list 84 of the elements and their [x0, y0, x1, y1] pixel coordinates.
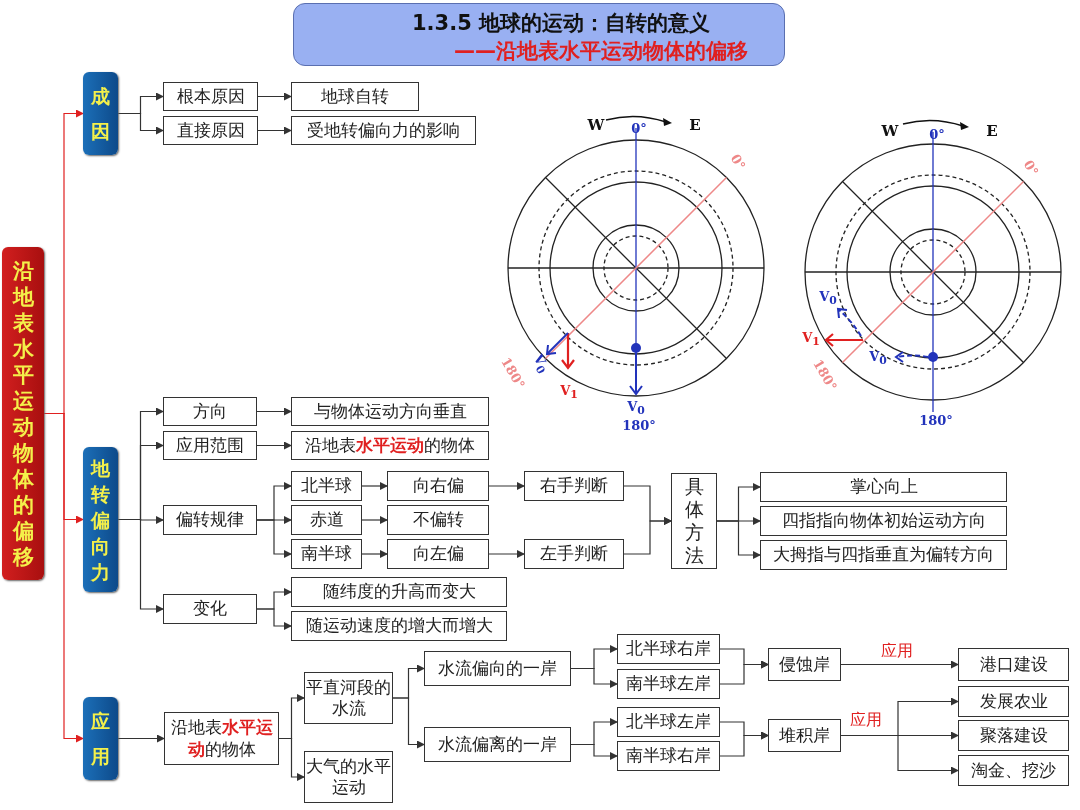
diagram-label: V$_{0}$	[869, 348, 887, 368]
arrow	[570, 667, 618, 688]
category-box: 应用	[83, 697, 118, 780]
process-box: 北半球左岸	[617, 707, 720, 737]
arrow	[719, 731, 769, 757]
method-box: 具体方法	[671, 473, 717, 569]
process-box: 根本原因	[163, 82, 258, 111]
diagram-label: V$_{0}$	[819, 288, 837, 308]
diagram-label: E	[986, 122, 998, 140]
diagram-label: V$_{0}$	[627, 398, 645, 418]
arrow	[716, 520, 761, 559]
arrow	[256, 441, 292, 450]
process-box: 右手判断	[524, 471, 624, 501]
diagram-label: W	[881, 122, 899, 140]
arrow	[488, 482, 525, 490]
process-box: 南半球右岸	[617, 741, 720, 771]
arrow	[256, 608, 292, 630]
process-box: 四指指向物体初始运动方向	[760, 506, 1007, 536]
process-box: 随运动速度的增大而增大	[291, 611, 507, 641]
arrow	[361, 482, 388, 490]
process-box: 南半球左岸	[617, 669, 720, 699]
process-box: 应用范围	[163, 431, 257, 460]
title-text: 1.3.5 地球的运动：自转的意义	[412, 10, 711, 37]
process-box: 向右偏	[387, 471, 489, 501]
process-box: 沿地表水平运动的物体	[164, 712, 279, 765]
arrow	[117, 112, 164, 135]
arrow	[840, 734, 959, 775]
topic-box: 沿地表水平运动物体的偏移	[2, 247, 44, 580]
arrow	[840, 660, 959, 669]
diagram-label: 0°	[727, 151, 749, 173]
process-box: 发展农业	[958, 686, 1069, 717]
process-box: 赤道	[291, 505, 362, 535]
process-box: 南半球	[291, 539, 362, 569]
arrow	[392, 697, 425, 749]
arrow	[256, 519, 292, 558]
process-box: 偏转规律	[163, 505, 257, 535]
diagram-label: 0°	[631, 120, 647, 136]
arrow	[117, 518, 164, 613]
category-box: 成因	[83, 72, 118, 155]
process-box: 堆积岸	[768, 719, 841, 752]
diagram-label: 0°	[1020, 157, 1042, 179]
process-box: 大气的水平运动	[304, 751, 393, 803]
process-box: 淘金、挖沙	[958, 755, 1069, 786]
process-box: 水流偏向的一岸	[424, 651, 571, 686]
arrow	[257, 126, 292, 135]
arrow	[256, 407, 292, 416]
diagram-label: V$_{1}$	[802, 329, 820, 349]
process-box: 沿地表水平运动的物体	[291, 431, 489, 460]
process-box: 直接原因	[163, 116, 258, 145]
process-box: 大拇指与四指垂直为偏转方向	[760, 540, 1007, 570]
arrow	[278, 737, 305, 781]
arrow	[488, 550, 525, 558]
diagram-label: 0°	[929, 126, 945, 142]
process-box: 与物体运动方向垂直	[291, 397, 489, 426]
process-box: 北半球右岸	[617, 634, 720, 664]
diagram-label: V$_{1}$	[560, 382, 578, 402]
process-box: 北半球	[291, 471, 362, 501]
arrow	[623, 517, 672, 555]
process-box: 方向	[163, 397, 257, 426]
process-box: 侵蚀岸	[768, 648, 841, 681]
diagram-label: W	[587, 116, 605, 134]
process-box: 地球自转	[291, 82, 419, 111]
process-box: 受地转偏向力的影响	[291, 116, 476, 145]
category-box: 地转偏向力	[83, 447, 118, 592]
arrow	[117, 734, 165, 743]
process-box: 平直河段的水流	[304, 672, 393, 724]
subtitle-text: ——沿地表水平运动物体的偏移	[454, 38, 748, 65]
process-box: 掌心向上	[760, 472, 1007, 502]
process-box: 不偏转	[387, 505, 489, 535]
arrow	[719, 660, 769, 685]
process-box: 变化	[163, 594, 257, 624]
title-banner	[293, 3, 785, 66]
process-box: 随纬度的升高而变大	[291, 577, 507, 607]
arrow	[361, 516, 388, 524]
process-box: 左手判断	[524, 539, 624, 569]
diagram-label: E	[689, 116, 701, 134]
process-box: 聚落建设	[958, 720, 1069, 751]
diagram-label: 180°	[622, 417, 656, 433]
arrow	[361, 550, 388, 558]
process-box: 港口建设	[958, 648, 1069, 681]
arrow	[257, 92, 292, 101]
process-box: 向左偏	[387, 539, 489, 569]
diagram-label: 180°	[919, 412, 953, 428]
process-box: 水流偏离的一岸	[424, 727, 571, 762]
